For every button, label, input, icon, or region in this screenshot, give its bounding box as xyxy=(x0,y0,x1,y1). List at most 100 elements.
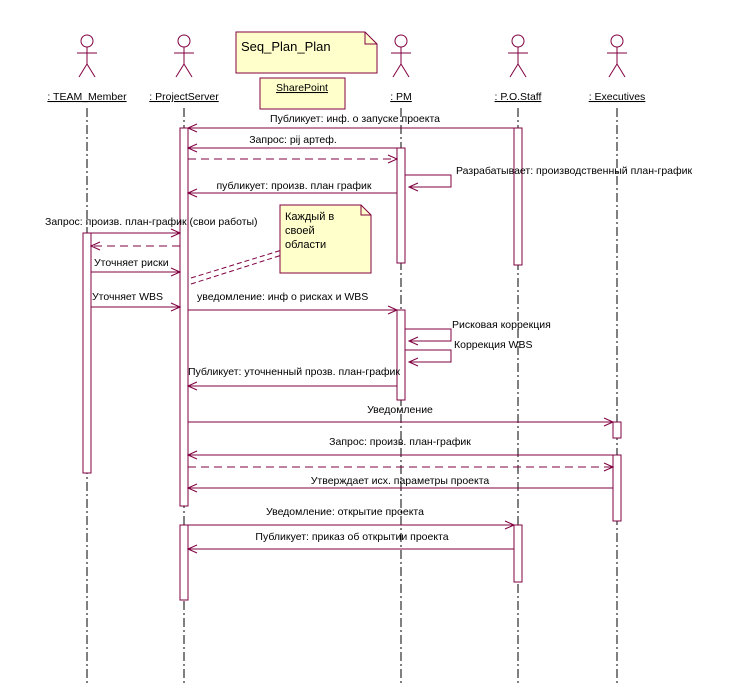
actor-leg-right xyxy=(517,63,527,78)
arrowhead xyxy=(603,462,615,472)
actor-head xyxy=(394,34,408,48)
actor-head xyxy=(177,34,191,48)
message-14: Уведомление xyxy=(188,404,615,427)
message-label: Публикует: уточненный прозв. план-график xyxy=(188,366,400,378)
arrowhead xyxy=(407,336,419,346)
message-1: Публикует: инф. о запуске проекта xyxy=(186,113,514,133)
actor-head xyxy=(80,34,94,48)
message-8: Уточняет риски xyxy=(91,257,182,277)
activation-pm xyxy=(396,309,406,401)
activation-staff xyxy=(513,127,523,266)
participants: : TEAM_Member : ProjectServer SharePoint : … xyxy=(47,34,646,110)
arrowhead xyxy=(170,302,182,312)
message-label: Уточняет WBS xyxy=(92,291,163,303)
actor-leg-left xyxy=(608,63,618,78)
note-line-2: своей xyxy=(285,225,315,237)
message-4: Разрабатывает: производственный план-гра… xyxy=(405,165,693,192)
participant-label: : Executives xyxy=(589,91,646,103)
message-3 xyxy=(188,154,399,164)
activations xyxy=(82,127,622,601)
self-call-line xyxy=(405,174,452,188)
message-13: Публикует: уточненный прозв. план-график xyxy=(186,366,400,391)
message-11: Рисковая коррекция xyxy=(405,319,551,346)
actor-leg-left xyxy=(175,63,185,78)
arrowhead xyxy=(170,228,182,238)
message-label: Разрабатывает: производственный план-гра… xyxy=(456,165,693,177)
message-9: Уточняет WBS xyxy=(91,291,182,312)
diagram-title-note: Seq_Plan_Plan xyxy=(235,31,378,74)
activation-server xyxy=(179,524,189,601)
arrowhead xyxy=(186,544,198,554)
participant-label: : ProjectServer xyxy=(149,91,219,103)
message-label: Запрос: произв. план-график xyxy=(329,436,471,448)
message-label: Уточняет риски xyxy=(94,257,169,269)
actor-leg-right xyxy=(183,63,193,78)
participant-staff: : P.O.Staff xyxy=(495,34,542,103)
message-10: уведомление: инф о рисках и WBS xyxy=(188,291,399,315)
participant-label: : PM xyxy=(390,91,412,103)
activation-server xyxy=(179,127,189,507)
arrowhead xyxy=(186,188,198,198)
message-7 xyxy=(89,241,180,251)
participant-label: SharePoint xyxy=(276,82,328,94)
object-box xyxy=(259,77,346,110)
arrowhead xyxy=(186,483,198,493)
lifelines xyxy=(86,108,618,686)
participant-sharepoint: SharePoint xyxy=(259,77,346,110)
actor-head xyxy=(610,34,624,48)
actor-leg-right xyxy=(616,63,626,78)
message-2: Запрос: pij артеф. xyxy=(186,134,397,153)
message-label: публикует: произв. план график xyxy=(217,180,372,192)
participant-team: : TEAM_Member xyxy=(47,34,127,103)
activation-exec xyxy=(612,421,622,439)
activation-pm xyxy=(396,147,406,264)
arrowhead xyxy=(603,417,615,427)
message-label: Уведомление xyxy=(367,404,433,416)
message-6: Запрос: произв. план-график (свои работы… xyxy=(45,216,258,238)
message-17: Утверждает исх. параметры проекта xyxy=(186,475,613,493)
activation-team xyxy=(82,232,92,474)
message-18: Уведомление: открытие проекта xyxy=(188,506,516,530)
actor-leg-left xyxy=(78,63,88,78)
message-5: публикует: произв. план график xyxy=(186,180,397,198)
message-label: уведомление: инф о рисках и WBS xyxy=(197,291,368,303)
activation-staff xyxy=(513,524,523,583)
actor-leg-left xyxy=(392,63,402,78)
arrowhead xyxy=(89,241,101,251)
participant-pm: : PM xyxy=(390,34,412,103)
message-label: Публикует: инф. о запуске проекта xyxy=(270,113,440,125)
participant-label: : TEAM_Member xyxy=(47,91,127,103)
diagram-title: Seq_Plan_Plan xyxy=(241,39,331,54)
actor-leg-left xyxy=(509,63,519,78)
arrowhead xyxy=(504,520,516,530)
message-12: Коррекция WBS xyxy=(405,339,532,367)
self-call-line xyxy=(405,349,452,363)
message-label: Уведомление: открытие проекта xyxy=(266,506,424,518)
actor-head xyxy=(511,34,525,48)
message-label: Коррекция WBS xyxy=(454,339,532,351)
activation-exec xyxy=(612,454,622,522)
message-15: Запрос: произв. план-график xyxy=(186,436,613,460)
participant-exec: : Executives xyxy=(589,34,646,103)
message-label: Запрос: произв. план-график (свои работы… xyxy=(45,216,258,228)
message-19: Публикует: приказ об открытии проекта xyxy=(186,531,514,554)
message-label: Утверждает исх. параметры проекта xyxy=(311,475,490,487)
message-label: Запрос: pij артеф. xyxy=(249,134,337,146)
arrowhead xyxy=(407,357,419,367)
actor-leg-right xyxy=(400,63,410,78)
note-line-1: Каждый в xyxy=(285,211,334,223)
arrowhead xyxy=(170,267,182,277)
arrowhead xyxy=(186,450,198,460)
messages: Публикует: инф. о запуске проектаЗапрос:… xyxy=(45,113,693,554)
arrowhead xyxy=(186,381,198,391)
self-call-line xyxy=(405,328,452,342)
participant-label: : P.O.Staff xyxy=(495,91,542,103)
note-line-3: области xyxy=(285,239,326,251)
message-16 xyxy=(188,462,615,472)
participant-server: : ProjectServer xyxy=(149,34,219,103)
arrowhead xyxy=(387,305,399,315)
arrowhead xyxy=(387,154,399,164)
arrowhead xyxy=(407,182,419,192)
actor-leg-right xyxy=(86,63,96,78)
